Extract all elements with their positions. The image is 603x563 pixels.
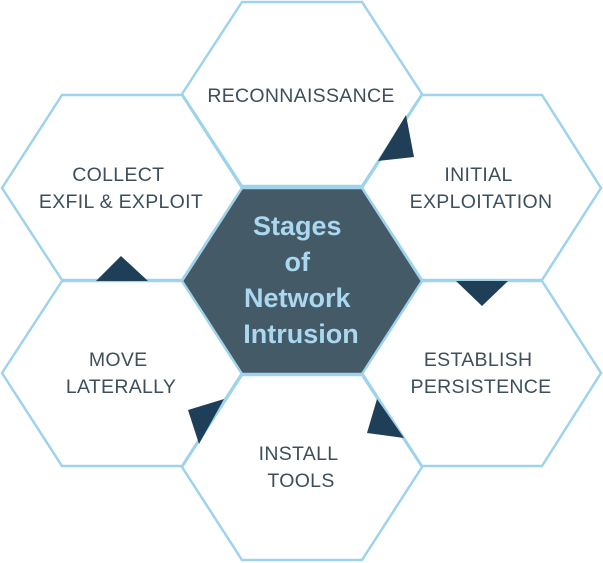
arrow-persistence-to-tools-icon: [367, 399, 404, 438]
stage-label-move-laterally: MOVE LATERALLY: [66, 349, 176, 398]
arrow-tools-to-lateral-icon: [188, 399, 224, 444]
arrow-recon-to-initial-icon: [378, 115, 414, 161]
arrow-lateral-to-collect-icon: [96, 256, 148, 281]
stage-label-collect-exfil-exploit: COLLECT EXFIL & EXPLOIT: [39, 164, 203, 213]
stage-label-initial-exploitation: INITIAL EXPLOITATION: [410, 164, 553, 213]
center-hex: [180, 186, 424, 376]
diagram-title: Stages of Network Intrusion: [243, 211, 359, 349]
stage-label-install-tools: INSTALL TOOLS: [259, 443, 344, 492]
arrow-initial-to-persistence-icon: [456, 281, 508, 306]
stage-label-reconnaissance: RECONNAISSANCE: [207, 85, 394, 107]
stage-label-establish-persistence: ESTABLISH PERSISTENCE: [411, 349, 552, 398]
